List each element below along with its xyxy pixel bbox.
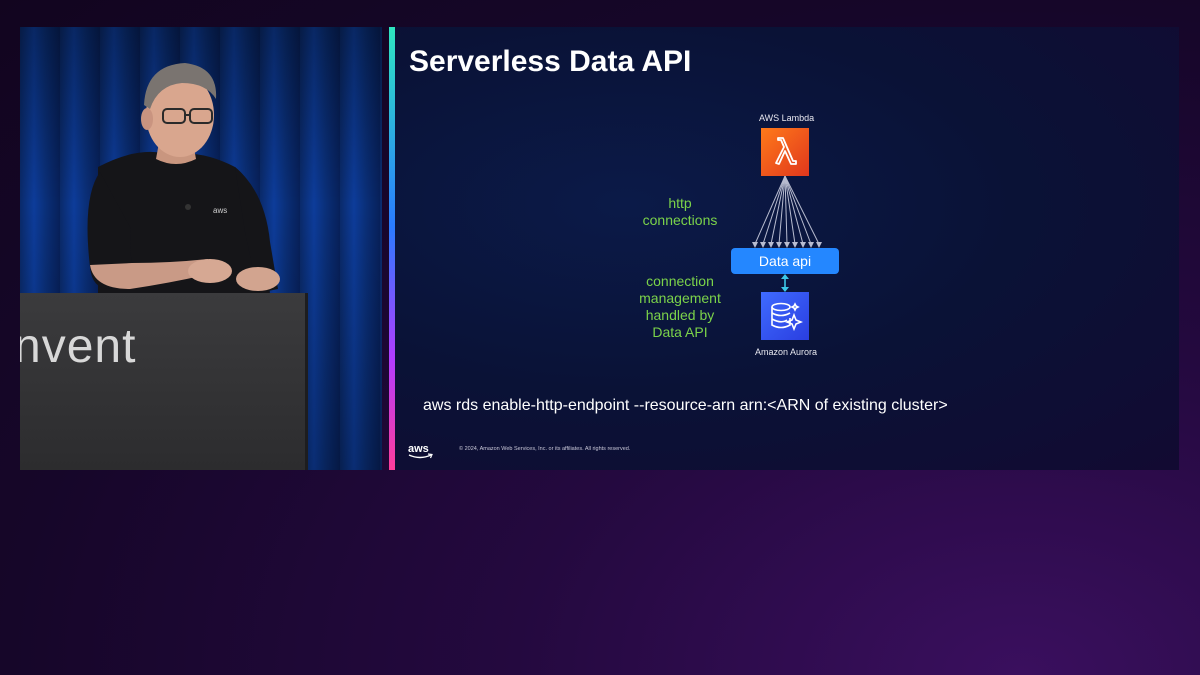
connection-management-label: connection management handled by Data AP… bbox=[639, 273, 721, 340]
presentation-slide: Serverless Data API AWS Lambda http conn… bbox=[389, 27, 1179, 470]
aurora-label: Amazon Aurora bbox=[755, 347, 818, 357]
cli-command-text: aws rds enable-http-endpoint --resource-… bbox=[423, 397, 948, 414]
aurora-database-icon bbox=[761, 292, 809, 340]
speaker-video: aws nvent bbox=[20, 27, 382, 470]
slide-accent-bar bbox=[389, 27, 395, 470]
svg-text:aws: aws bbox=[408, 443, 429, 455]
shirt-aws-logo: aws bbox=[213, 206, 227, 215]
lambda-icon bbox=[761, 128, 809, 176]
speaker-figure: aws bbox=[87, 63, 280, 297]
bidirectional-arrow bbox=[781, 274, 789, 292]
podium bbox=[20, 293, 308, 470]
data-api-box: Data api bbox=[731, 248, 839, 274]
http-connections-label: http connections bbox=[642, 195, 718, 228]
podium-text: nvent bbox=[20, 320, 137, 373]
copyright-text: © 2024, Amazon Web Services, Inc. or its… bbox=[459, 446, 631, 452]
http-connection-arrows bbox=[752, 176, 822, 248]
aws-logo-icon: aws bbox=[407, 441, 435, 466]
slide-title: Serverless Data API bbox=[409, 45, 692, 78]
lambda-label: AWS Lambda bbox=[759, 113, 815, 123]
